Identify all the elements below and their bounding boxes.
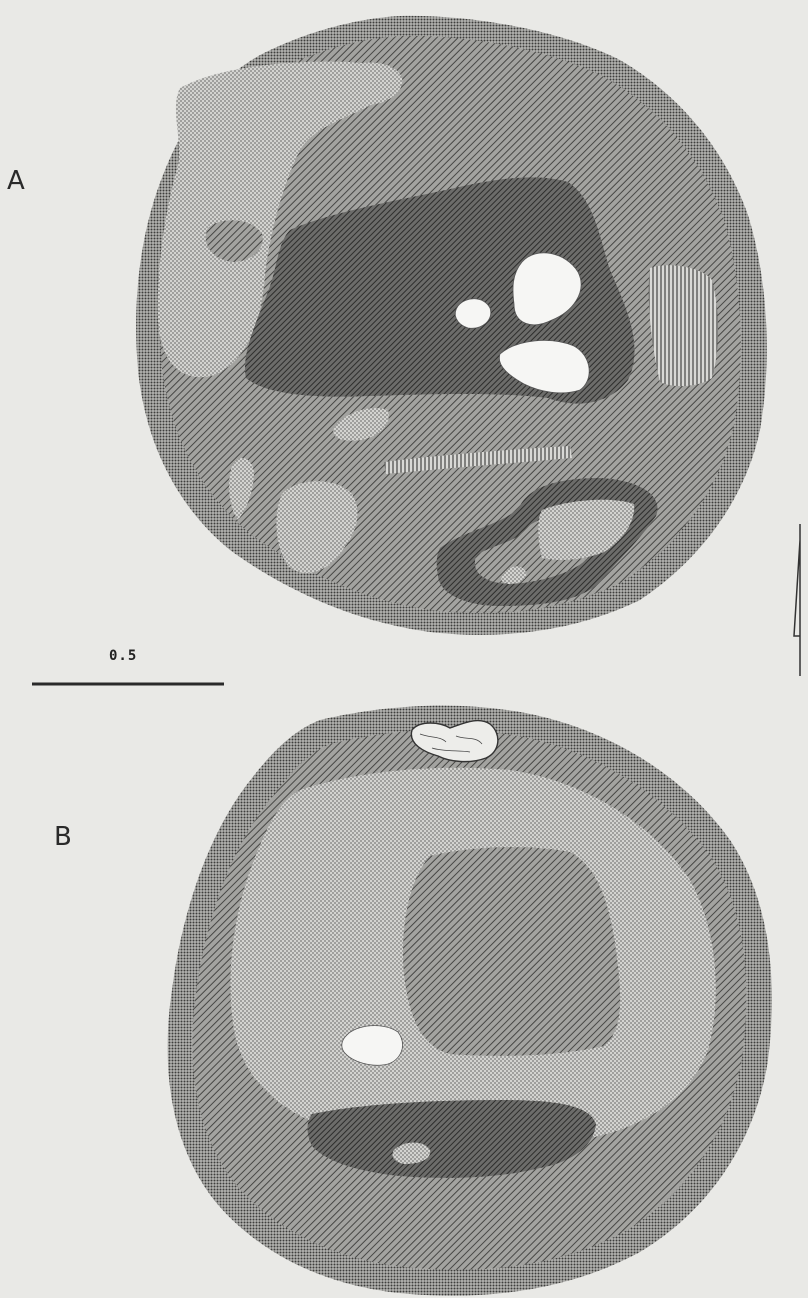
panel-b-section <box>168 706 772 1296</box>
panel-label-b: B <box>54 822 72 852</box>
panel-label-a: A <box>7 166 25 196</box>
panel-a-lined-patch-right <box>649 265 718 386</box>
scale-bar-label: 0.5 <box>109 648 137 664</box>
edge-triangle-fragment <box>794 524 800 676</box>
panel-b-medium-zone <box>403 847 620 1056</box>
panel-a-section <box>136 16 767 635</box>
panel-a-void-small <box>455 299 491 329</box>
